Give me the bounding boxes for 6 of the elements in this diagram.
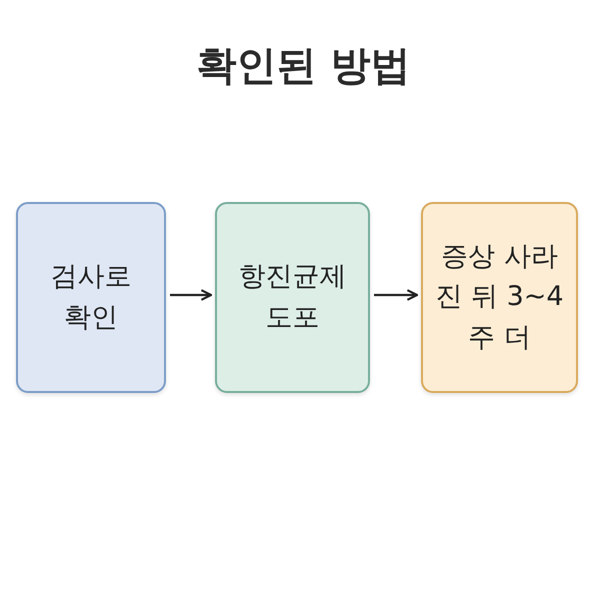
arrow [170, 289, 212, 301]
process-box: 증상 사라진 뒤 3~4주 더 [421, 202, 578, 393]
arrow [374, 289, 418, 301]
process-box: 검사로 확인 [16, 202, 166, 393]
title: 확인된 방법 [196, 42, 412, 91]
process-box: 항진균제 도포 [215, 202, 370, 393]
